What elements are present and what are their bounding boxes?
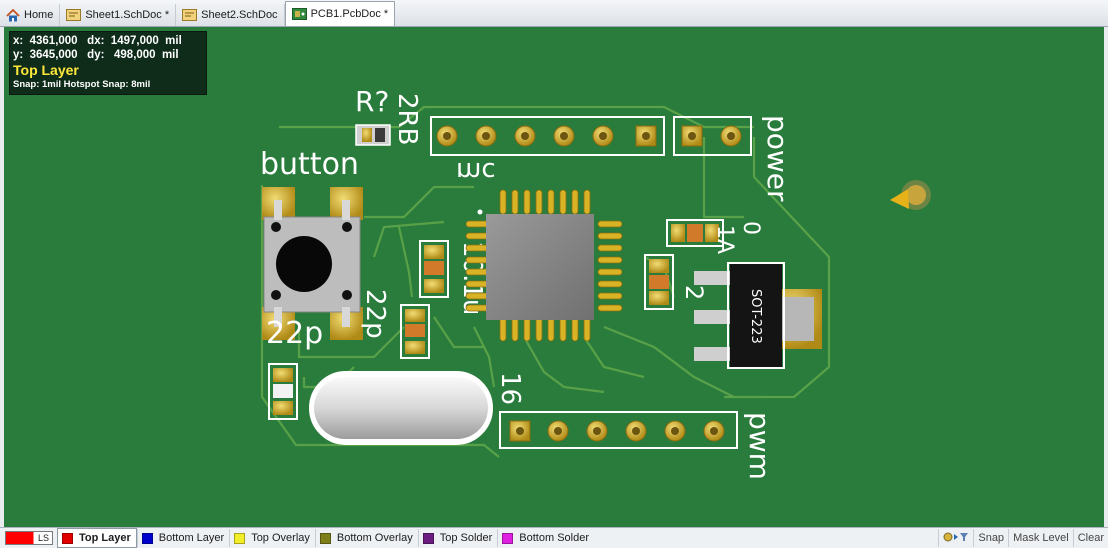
layer-swatch [141,532,153,544]
pwm-header [499,411,738,449]
home-icon [6,8,20,22]
crystal [309,371,493,445]
layer-tab-label: Top Layer [79,532,131,544]
silk-button-label: button [260,147,359,182]
resistor-r-unknown [355,124,391,146]
layer-tab-bottom-solder[interactable]: Bottom Solder [497,529,594,547]
layer-swatch [422,532,434,544]
hud-snap-info: Snap: 1mil Hotspot Snap: 8mil [13,79,151,90]
origin-marker-icon [890,180,931,210]
pcb-editor-canvas[interactable]: R? 2RB mc power button [4,27,1104,527]
silk-regulator-label: SOT-223 [748,289,763,344]
regulator-sot223 [694,262,822,369]
document-tab-bar: Home Sheet1.SchDoc * Sheet2.SchDoc PCB1.… [0,0,1108,27]
layer-tab-label: Top Overlay [251,532,310,544]
clear-button[interactable]: Clear [1072,529,1108,547]
silk-pin16-label: 16 [495,372,525,405]
layer-set-button[interactable]: LS [5,531,53,545]
silk-reg-c-label: 2 [680,285,708,300]
layer-swatch [502,532,514,544]
silk-cap-b-label: 22p [360,289,390,339]
microcontroller-qfp [465,189,623,342]
hud-current-layer: Top Layer [13,62,79,78]
silk-mc-label: mc [456,156,496,186]
layer-set-label: LS [37,533,49,543]
layer-tab-label: Bottom Overlay [336,532,413,544]
layer-tabs-bar: LS Top Layer Bottom Layer Top Overlay Bo… [0,527,1108,548]
tab-sheet1-label: Sheet1.SchDoc * [85,9,170,21]
layer-filter-button[interactable] [938,529,973,547]
tab-pcb1-label: PCB1.PcbDoc * [310,8,389,20]
layer-swatch [319,532,331,544]
layerbar-right-tools: Snap Mask Level Clear [938,528,1108,548]
capacitor-mid [400,304,430,359]
tab-home[interactable]: Home [0,4,61,26]
silk-power-label: power [761,115,794,202]
pushbutton [262,187,363,340]
hud-x-readout: x: 4361,000 dx: 1497,000 mil [13,35,182,47]
silk-reg-a-label: 0 [738,221,763,235]
pcb-doc-icon [291,8,307,20]
hud-y-readout: y: 3645,000 dy: 498,000 mil [13,49,179,61]
layer-tab-label: Top Solder [439,532,493,544]
mask-level-button[interactable]: Mask Level [1008,529,1073,547]
layer-tab-label: Bottom Solder [519,532,589,544]
tab-pcb1[interactable]: PCB1.PcbDoc * [284,1,396,26]
capacitor-vertical [419,240,449,298]
layer-swatch [62,532,73,544]
silk-rb-label: 2RB [392,93,422,145]
layer-tab-bottom-layer[interactable]: Bottom Layer [136,529,229,547]
pcb-board-drawing: R? 2RB mc power button [260,85,931,480]
mc-header [430,116,665,156]
silk-r-label: R? [355,85,389,118]
capacitor-left [268,363,298,420]
power-header [673,116,752,156]
capacitor-right [644,254,674,310]
schematic-doc-icon [182,9,198,21]
layer-tab-top-overlay[interactable]: Top Overlay [229,529,315,547]
layer-tab-top-layer[interactable]: Top Layer [57,528,137,548]
snap-button[interactable]: Snap [973,529,1008,547]
silk-chip-label: 10.1u [457,241,487,315]
resistor-horizontal [666,219,724,247]
tab-sheet2-label: Sheet2.SchDoc [201,9,278,21]
silk-reg-b-label: 1A [712,225,737,254]
layer-filter-icon [943,531,969,546]
coordinate-hud: x: 4361,000 dx: 1497,000 mil y: 3645,000… [9,31,207,95]
tab-home-label: Home [24,9,54,21]
layer-tab-bottom-overlay[interactable]: Bottom Overlay [314,529,418,547]
layer-swatch [234,532,246,544]
tab-sheet1[interactable]: Sheet1.SchDoc * [60,4,177,26]
tab-sheet2[interactable]: Sheet2.SchDoc [176,4,285,26]
schematic-doc-icon [66,9,82,21]
silk-cap-a-label: 22p [266,316,323,351]
layer-tab-label: Bottom Layer [158,532,225,544]
silk-pwm-label: pwm [743,412,776,480]
layer-tab-top-solder[interactable]: Top Solder [417,529,498,547]
